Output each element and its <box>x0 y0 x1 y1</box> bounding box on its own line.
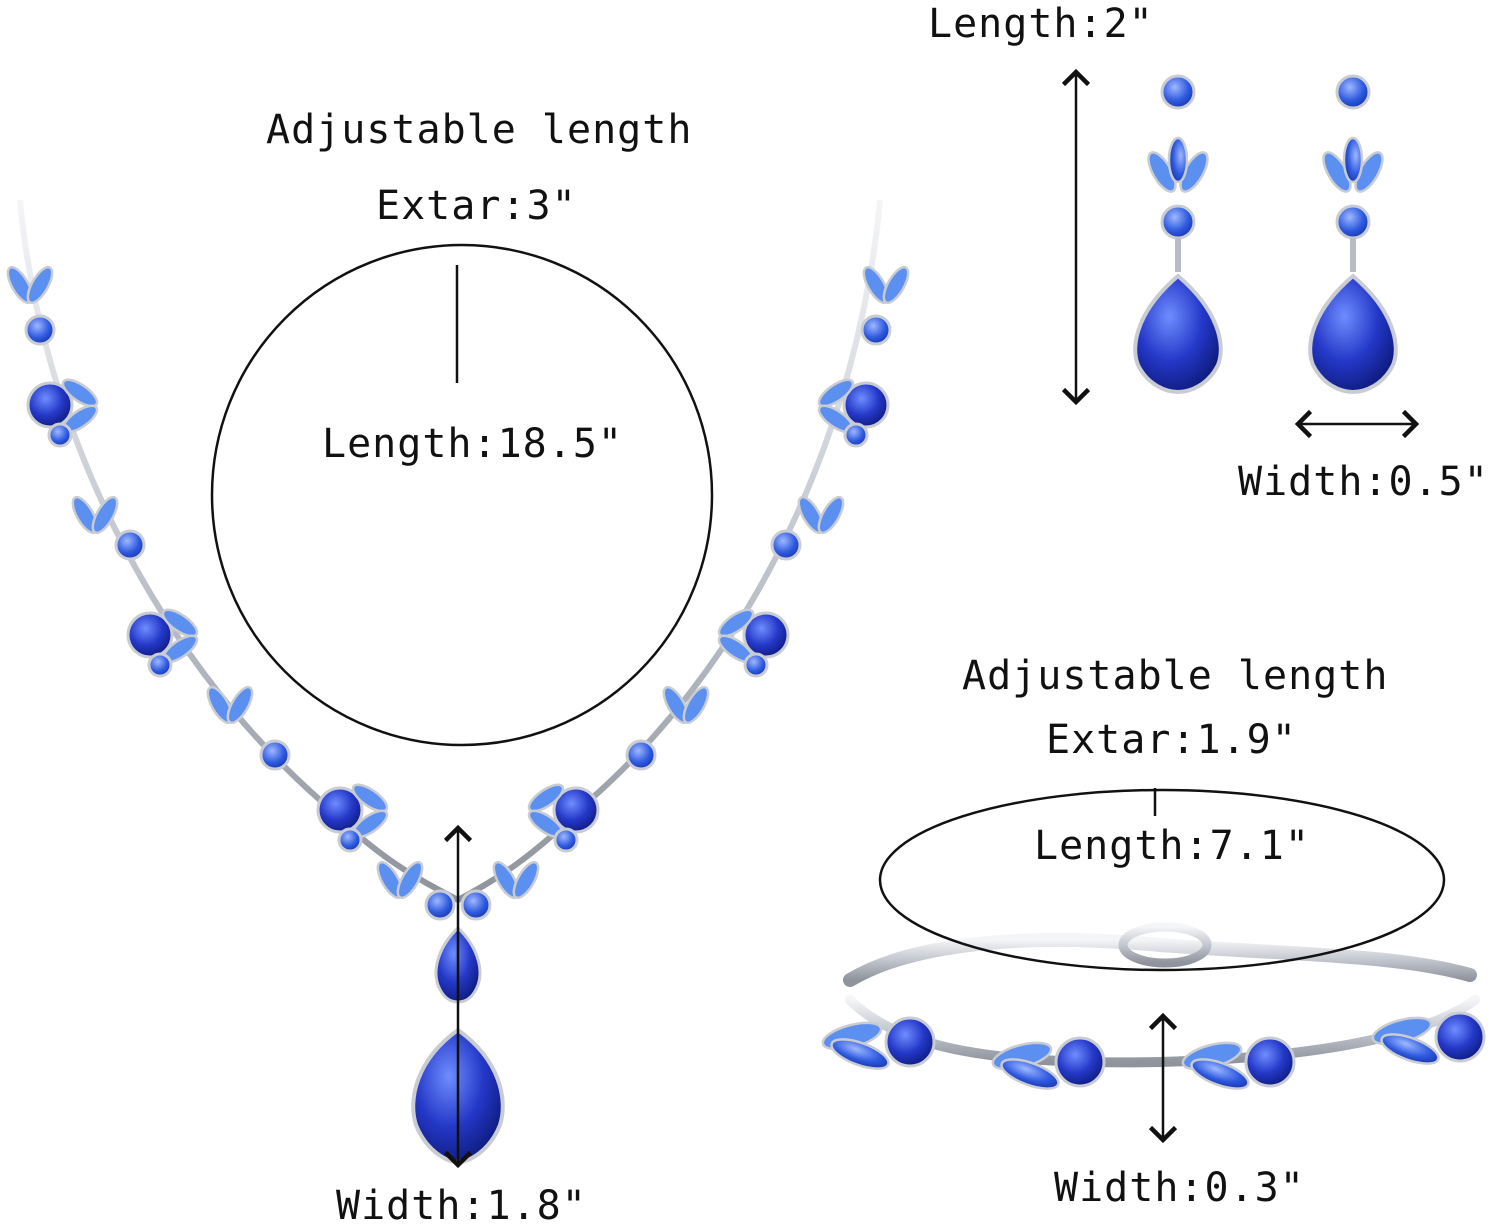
necklace-width-label: Width:1.8" <box>336 1183 587 1228</box>
gemstone <box>552 786 600 834</box>
gemstone <box>1335 204 1371 240</box>
necklace-length-label: Length:18.5" <box>322 421 623 467</box>
marquise-stone <box>882 265 910 305</box>
earring-length-label: Length:2" <box>928 1 1154 47</box>
marquise-stone <box>1000 1058 1060 1090</box>
bracelet-length-ellipse <box>878 788 1446 972</box>
marquise-stone <box>512 860 540 900</box>
marquise-stone <box>61 378 99 408</box>
bracelet-adjustable-label: Adjustable length <box>962 653 1389 699</box>
earring-width-label: Width:0.5" <box>1238 459 1489 505</box>
earring-teardrop-stone <box>1133 273 1223 395</box>
marquise-stone <box>226 685 254 725</box>
gemstone <box>114 529 146 561</box>
gemstone <box>24 314 56 346</box>
marquise-stone <box>817 378 855 408</box>
gemstone <box>1335 74 1371 110</box>
marquise-stone <box>830 1038 890 1070</box>
marquise-stone <box>26 265 54 305</box>
marquise-stone <box>1190 1058 1250 1090</box>
gemstone <box>1434 1011 1486 1063</box>
gemstone <box>316 786 364 834</box>
earrings <box>1133 74 1398 395</box>
necklace-length-circle <box>210 243 714 747</box>
gemstone <box>259 739 291 771</box>
necklace-chain <box>17 199 883 903</box>
gemstone <box>1054 1036 1106 1088</box>
gemstone <box>126 611 174 659</box>
marquise-stone <box>1167 136 1189 184</box>
gemstone <box>1160 74 1196 110</box>
bracelet-width-label: Width:0.3" <box>1054 1165 1305 1211</box>
marquise-stone <box>351 783 389 813</box>
marquise-stone <box>817 495 845 535</box>
marquise-stone <box>396 860 424 900</box>
marquise-stone <box>91 495 119 535</box>
gemstone <box>424 889 456 921</box>
gemstone <box>860 314 892 346</box>
gemstone <box>884 1016 936 1068</box>
necklace-adjustable-label: Adjustable length <box>266 107 693 153</box>
gemstone <box>770 529 802 561</box>
bracelet-stones <box>821 1011 1486 1090</box>
gemstone <box>553 827 579 853</box>
gemstone <box>742 611 790 659</box>
gemstone <box>47 422 73 448</box>
gemstone <box>625 739 657 771</box>
gemstone <box>743 652 769 678</box>
gemstone <box>337 827 363 853</box>
marquise-stone <box>682 685 710 725</box>
marquise-stone <box>161 608 199 638</box>
gemstone <box>1160 204 1196 240</box>
bracelet-extra-label: Extar:1.9" <box>1046 717 1297 763</box>
gemstone <box>843 422 869 448</box>
necklace-extra-label: Extar:3" <box>376 183 577 229</box>
marquise-stone <box>527 783 565 813</box>
gemstone <box>1244 1036 1296 1088</box>
earring-teardrop-stone <box>1308 273 1398 395</box>
marquise-stone <box>1380 1033 1440 1065</box>
marquise-stone <box>717 608 755 638</box>
bracelet-length-label: Length:7.1" <box>1034 823 1310 869</box>
gemstone <box>147 652 173 678</box>
gemstone <box>460 889 492 921</box>
necklace-stones <box>6 265 910 921</box>
gemstone <box>842 381 890 429</box>
marquise-stone <box>1342 136 1364 184</box>
gemstone <box>26 381 74 429</box>
